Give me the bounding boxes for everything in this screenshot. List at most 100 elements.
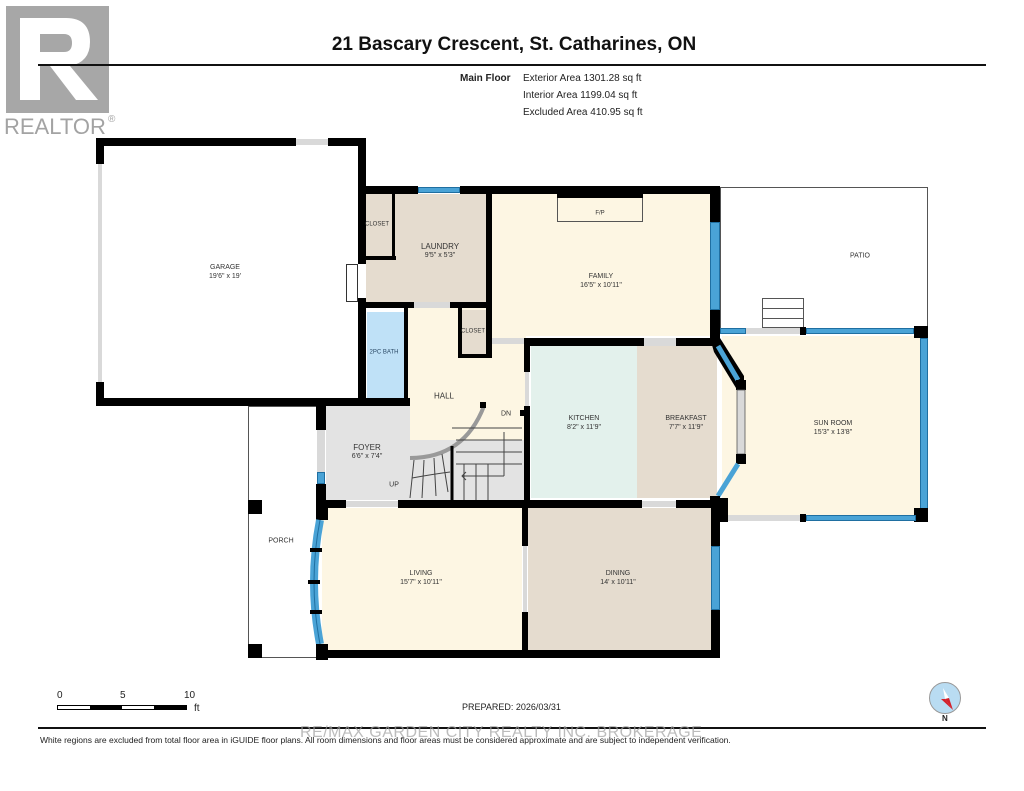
breakfast-bay-window [710, 338, 746, 508]
breakfast-opening [644, 338, 676, 346]
kitchen-side-opening [525, 372, 529, 406]
wall [676, 338, 716, 346]
laundry-window [418, 187, 460, 193]
wall [524, 406, 530, 506]
closet-hall-label: CLOSET [460, 328, 486, 335]
wall [316, 500, 346, 508]
wall [914, 508, 928, 522]
porch-post [248, 500, 262, 514]
closet-laundry [366, 194, 394, 258]
header-divider [38, 64, 986, 66]
hall-label: HALL [433, 391, 455, 401]
garage-room [104, 146, 358, 398]
living-room [322, 508, 522, 650]
wall [524, 338, 530, 372]
wall [711, 500, 720, 546]
stairs-area [408, 440, 526, 500]
wall [358, 186, 418, 194]
bath-wall [404, 308, 408, 404]
bath-label: 2PC BATH [369, 349, 399, 356]
sunroom-label: SUN ROOM 15'3" x 13'8" [813, 420, 853, 436]
wall [450, 302, 492, 308]
wall [96, 398, 410, 406]
bath-room [367, 312, 404, 400]
garage-to-laundry-door[interactable] [346, 264, 358, 302]
wall [800, 514, 806, 522]
wall [358, 138, 366, 188]
patio-area [720, 187, 928, 331]
sunroom-window [806, 515, 916, 521]
front-door[interactable] [317, 430, 325, 472]
brokerage-watermark: RE/MAX GARDEN CITY REALTY INC. BROKERAGE [300, 724, 703, 741]
disclaimer-text: White regions are excluded from total fl… [40, 735, 731, 745]
garage-door-top[interactable] [296, 139, 328, 145]
porch-area [248, 406, 316, 658]
breakfast-dining-opening [642, 501, 676, 507]
stairs-up-label: UP [389, 481, 399, 489]
garage-overhead-door[interactable] [98, 164, 102, 382]
wall [710, 186, 720, 222]
living-label: LIVING 15'7" x 10'11" [400, 570, 442, 586]
sunroom-window [720, 328, 746, 334]
wall [486, 194, 492, 354]
scale-tick-0: 0 [57, 690, 63, 701]
wall [96, 138, 296, 146]
wall [96, 138, 104, 164]
wall [710, 310, 720, 346]
floor-label: Main Floor [460, 73, 511, 84]
prepared-date: PREPARED: 2026/03/31 [462, 702, 561, 712]
interior-area: Interior Area 1199.04 sq ft [523, 90, 638, 101]
exterior-area: Exterior Area 1301.28 sq ft [523, 73, 642, 84]
scale-tick-5: 5 [120, 690, 126, 701]
living-dining-opening [523, 546, 527, 612]
scale-bar [57, 705, 187, 710]
closet-wall [392, 194, 395, 260]
excluded-area: Excluded Area 410.95 sq ft [523, 107, 643, 118]
sunroom-patio-door[interactable] [746, 328, 800, 334]
registered-mark: ® [108, 114, 116, 125]
family-window [710, 222, 720, 310]
stairs-down-label: DN [500, 410, 512, 418]
breakfast-room [637, 346, 717, 498]
closet-laundry-label: CLOSET [364, 221, 390, 228]
wall [358, 298, 366, 406]
wall [318, 650, 720, 658]
compass-north-label: N [942, 714, 948, 723]
laundry-door[interactable] [414, 302, 450, 308]
fireplace-hearth [557, 194, 643, 198]
scale-unit: ft [194, 703, 200, 714]
step-line [762, 318, 804, 319]
wall [800, 327, 806, 335]
patio-steps [762, 298, 804, 328]
step-line [762, 308, 804, 309]
wall [316, 400, 326, 430]
staircase [409, 402, 526, 502]
sunroom-door[interactable] [728, 515, 800, 521]
scale-tick-10: 10 [184, 690, 196, 701]
fireplace-label: F/P [595, 210, 605, 217]
foyer-room [326, 404, 410, 500]
wall [328, 138, 366, 146]
dining-label: DINING 14' x 10'11" [600, 570, 636, 586]
closet-wall [458, 354, 492, 358]
wall [522, 508, 528, 546]
closet-hall [462, 310, 486, 354]
living-bay-window [308, 506, 328, 660]
wall [96, 382, 104, 406]
closet-wall [458, 308, 462, 358]
wall [358, 302, 414, 308]
realtor-r-logo-icon [20, 18, 98, 100]
sunroom-window [920, 338, 928, 512]
property-address-title: 21 Bascary Crescent, St. Catharines, ON [331, 34, 697, 55]
realtor-logo-text: REALTOR [4, 114, 106, 139]
wall [522, 612, 528, 658]
family-label: FAMILY 16'5" x 10'11" [580, 273, 622, 289]
patio-label: PATIO [850, 252, 870, 260]
kitchen-label: KITCHEN 8'2" x 11'9" [567, 415, 601, 431]
breakfast-label: BREAKFAST 7'7" x 11'9" [665, 415, 707, 431]
sunroom-window [806, 328, 914, 334]
garage-label: GARAGE 19'6" x 19' [208, 264, 242, 280]
wall [316, 484, 326, 508]
footer-divider [38, 727, 986, 729]
wall [460, 186, 720, 194]
